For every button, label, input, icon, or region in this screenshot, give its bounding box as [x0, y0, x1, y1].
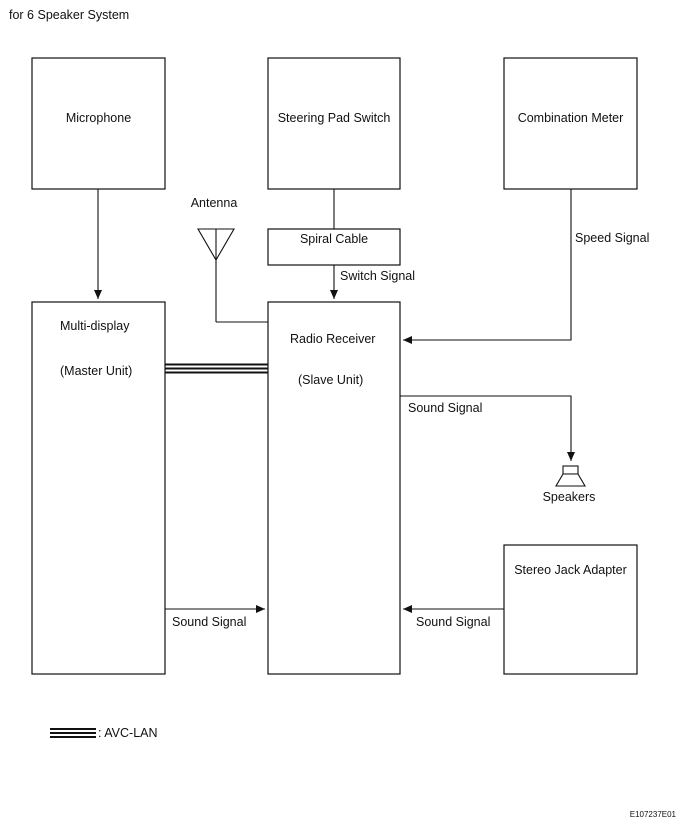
radio-receiver-label: Radio Receiver — [290, 332, 375, 346]
antenna-icon — [197, 228, 268, 323]
sound-signal-from-display-label: Sound Signal — [172, 615, 246, 629]
avc-lan-legend-label: : AVC-LAN — [98, 726, 158, 740]
radio-receiver-block — [267, 301, 401, 675]
sound-signal-to-speakers-label: Sound Signal — [408, 401, 482, 415]
switch-signal-label: Switch Signal — [340, 269, 415, 283]
figure-code: E107237E01 — [630, 810, 677, 819]
multi-display-block — [31, 301, 166, 675]
slave-unit-label: (Slave Unit) — [298, 373, 363, 387]
steering-pad-switch-label: Steering Pad Switch — [278, 111, 391, 125]
stereo-jack-adapter-block — [503, 544, 638, 675]
diagram-title: for 6 Speaker System — [9, 8, 129, 22]
speakers-label: Speakers — [543, 490, 596, 504]
spiral-cable-block — [267, 228, 401, 266]
speaker-icon — [555, 465, 586, 487]
avc-lan-legend-symbol — [50, 728, 96, 738]
microphone-block — [31, 57, 166, 190]
steering-pad-switch-block — [267, 57, 401, 190]
antenna-label: Antenna — [191, 196, 238, 210]
avc-lan-bus — [165, 363, 268, 374]
spiral-cable-label: Spiral Cable — [300, 232, 368, 246]
speed-signal-arrow — [403, 189, 572, 344]
microphone-label: Microphone — [66, 111, 131, 125]
sound-signal-from-jack-label: Sound Signal — [416, 615, 490, 629]
speed-signal-label: Speed Signal — [575, 231, 649, 245]
sound-signal-to-speakers-arrow — [400, 395, 575, 461]
combination-meter-label: Combination Meter — [518, 111, 624, 125]
combination-meter-block — [503, 57, 638, 190]
stereo-jack-adapter-label: Stereo Jack Adapter — [514, 563, 627, 577]
master-unit-label: (Master Unit) — [60, 364, 132, 378]
multi-display-label: Multi-display — [60, 319, 130, 333]
